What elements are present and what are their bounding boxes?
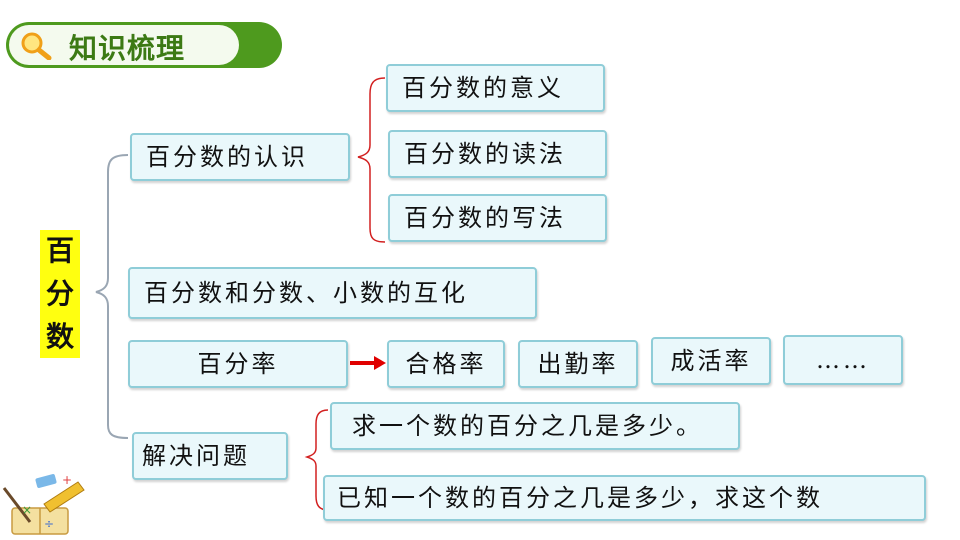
svg-text:×: ×: [22, 503, 32, 517]
node-recognition: 百分数的认识: [130, 133, 350, 181]
node-writing: 百分数的写法: [388, 194, 607, 242]
node-rate-example: ……: [783, 335, 903, 385]
root-char: 数: [46, 323, 74, 351]
node-problem-1: 求一个数的百分之几是多少。: [330, 402, 740, 450]
node-rate-example: 成活率: [651, 337, 771, 385]
main-brace: [96, 155, 128, 438]
node-meaning: 百分数的意义: [386, 64, 605, 112]
node-reading: 百分数的读法: [388, 130, 607, 178]
svg-text:+: +: [62, 473, 72, 487]
rate-arrow-head: [374, 356, 386, 370]
node-solve: 解决问题: [132, 432, 288, 480]
node-rate-example: 出勤率: [518, 340, 638, 388]
svg-text:÷: ÷: [44, 517, 54, 531]
node-rate: 百分率: [128, 340, 348, 388]
node-rate-example: 合格率: [387, 340, 505, 388]
root-label: 百 分 数: [40, 230, 80, 358]
root-char: 分: [46, 280, 74, 308]
node-conversion: 百分数和分数、小数的互化: [128, 267, 537, 319]
root-char: 百: [46, 237, 74, 265]
node-problem-2: 已知一个数的百分之几是多少，求这个数: [323, 475, 926, 521]
recognition-brace: [358, 78, 385, 242]
stationery-icon: + × ÷: [0, 470, 90, 540]
